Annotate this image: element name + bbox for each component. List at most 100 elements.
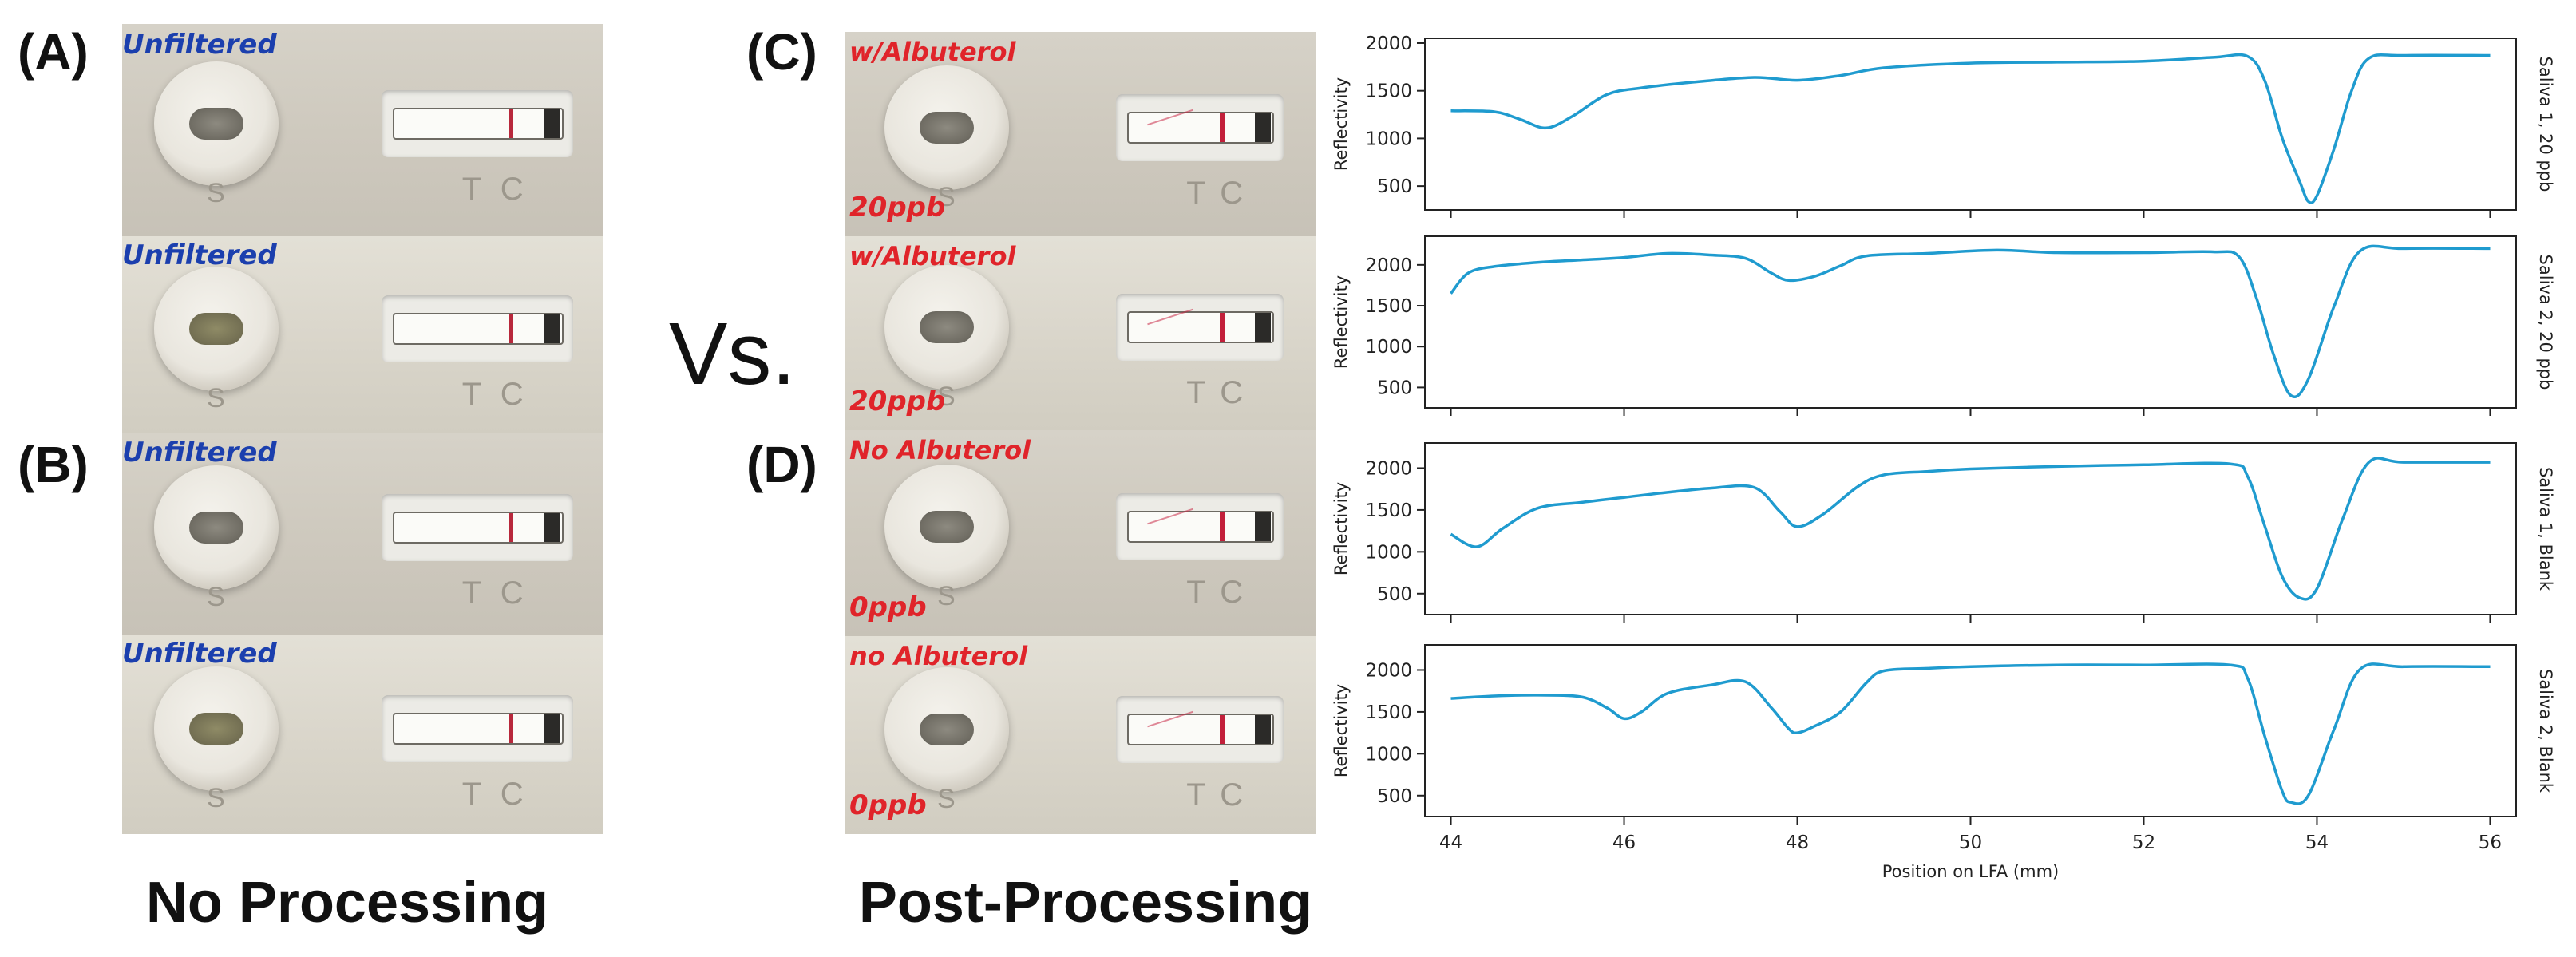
strip-pad xyxy=(544,109,560,139)
test-line-letter: T xyxy=(1186,777,1206,813)
strip-pad xyxy=(544,314,560,344)
test-strip xyxy=(1127,308,1274,344)
sample-port xyxy=(189,512,243,544)
result-window xyxy=(382,494,573,562)
series-label: Saliva 1, Blank xyxy=(2536,467,2555,591)
y-tick-label: 500 xyxy=(1377,584,1412,605)
test-strip xyxy=(393,108,564,140)
control-line-letter: C xyxy=(1220,777,1244,813)
control-line xyxy=(509,714,513,743)
strip-pad xyxy=(1255,714,1271,744)
y-tick-label: 1500 xyxy=(1365,81,1412,102)
sample-port xyxy=(920,511,974,544)
strip-pad xyxy=(544,714,560,743)
result-window xyxy=(1116,94,1284,162)
reflectivity-line xyxy=(1450,662,2491,805)
sample-letter: S xyxy=(937,581,956,612)
panel-label-a: (A) xyxy=(18,23,89,81)
y-tick-label: 2000 xyxy=(1365,458,1412,479)
sample-letter: S xyxy=(937,182,956,213)
x-tick-label: 54 xyxy=(2305,832,2329,853)
x-tick-label: 46 xyxy=(1612,832,1636,853)
plot-frame xyxy=(1424,235,2517,409)
test-line-letter: T xyxy=(461,172,482,208)
test-line-letter: T xyxy=(1186,575,1206,611)
y-tick-label: 500 xyxy=(1377,176,1412,197)
test-strip xyxy=(1127,710,1274,745)
control-line-letter: C xyxy=(1220,176,1244,212)
strip-label-bottom: 20ppb xyxy=(849,386,946,417)
control-line-letter: C xyxy=(500,776,524,812)
strip-label-bottom: 0ppb xyxy=(849,591,927,623)
control-line-letter: C xyxy=(500,575,524,611)
x-tick-label: 52 xyxy=(2132,832,2155,853)
caption-post-processing: Post-Processing xyxy=(858,871,1313,935)
test-strip xyxy=(393,313,564,346)
y-axis-label: Reflectivity xyxy=(1332,77,1351,171)
test-line-letter: T xyxy=(1186,375,1206,411)
reflectivity-line xyxy=(1450,244,2491,398)
control-line xyxy=(1220,113,1225,143)
control-line xyxy=(509,513,513,543)
test-strip xyxy=(1127,109,1274,144)
strip-label-top: w/Albuterol xyxy=(849,241,1016,271)
sample-port xyxy=(920,713,974,745)
y-tick-label: 2000 xyxy=(1365,34,1412,54)
strip-pad xyxy=(544,513,560,543)
y-tick-label: 1000 xyxy=(1365,744,1412,765)
control-line xyxy=(1220,313,1225,342)
test-line-letter: T xyxy=(461,776,482,812)
panel-label-d: (D) xyxy=(746,436,817,493)
y-tick-label: 1500 xyxy=(1365,702,1412,723)
control-line xyxy=(1220,714,1225,744)
y-tick-label: 2000 xyxy=(1365,660,1412,681)
x-tick-label: 44 xyxy=(1439,832,1462,853)
test-strip xyxy=(393,512,564,544)
sample-letter: S xyxy=(207,582,225,613)
strip-pad xyxy=(1255,113,1271,143)
strip-label-top: no Albuterol xyxy=(849,641,1028,671)
test-strip xyxy=(1127,508,1274,544)
strip-label-top: No Albuterol xyxy=(849,435,1031,465)
sample-port xyxy=(189,313,243,346)
result-window xyxy=(382,90,573,158)
strip-handwritten-label: Unfiltered xyxy=(122,437,277,469)
control-line xyxy=(1220,512,1225,542)
test-line-letter: T xyxy=(461,377,482,413)
y-tick-label: 500 xyxy=(1377,378,1412,398)
versus-text: Vs. xyxy=(669,305,796,403)
test-line-letter: T xyxy=(1186,176,1206,212)
strip-handwritten-label: Unfiltered xyxy=(122,638,277,670)
sample-port xyxy=(189,712,243,745)
sample-trace xyxy=(1147,508,1193,525)
y-tick-label: 1000 xyxy=(1365,337,1412,358)
sample-letter: S xyxy=(207,383,225,414)
panel-label-c: (C) xyxy=(746,23,817,81)
y-tick-label: 500 xyxy=(1377,786,1412,807)
series-label: Saliva 1, 20 ppb xyxy=(2536,57,2555,192)
y-axis-label: Reflectivity xyxy=(1332,684,1351,777)
result-window xyxy=(1116,294,1284,362)
sample-letter: S xyxy=(937,382,956,413)
test-strip xyxy=(393,712,564,745)
x-tick-label: 56 xyxy=(2479,832,2502,853)
sample-letter: S xyxy=(937,783,956,814)
y-tick-label: 1000 xyxy=(1365,129,1412,149)
sample-port xyxy=(189,108,243,140)
x-tick-label: 50 xyxy=(1959,832,1982,853)
strip-label-top: w/Albuterol xyxy=(849,37,1016,67)
series-label: Saliva 2, 20 ppb xyxy=(2536,255,2555,390)
control-line-letter: C xyxy=(500,377,524,413)
series-label: Saliva 2, Blank xyxy=(2536,669,2555,793)
sample-trace xyxy=(1147,710,1193,727)
